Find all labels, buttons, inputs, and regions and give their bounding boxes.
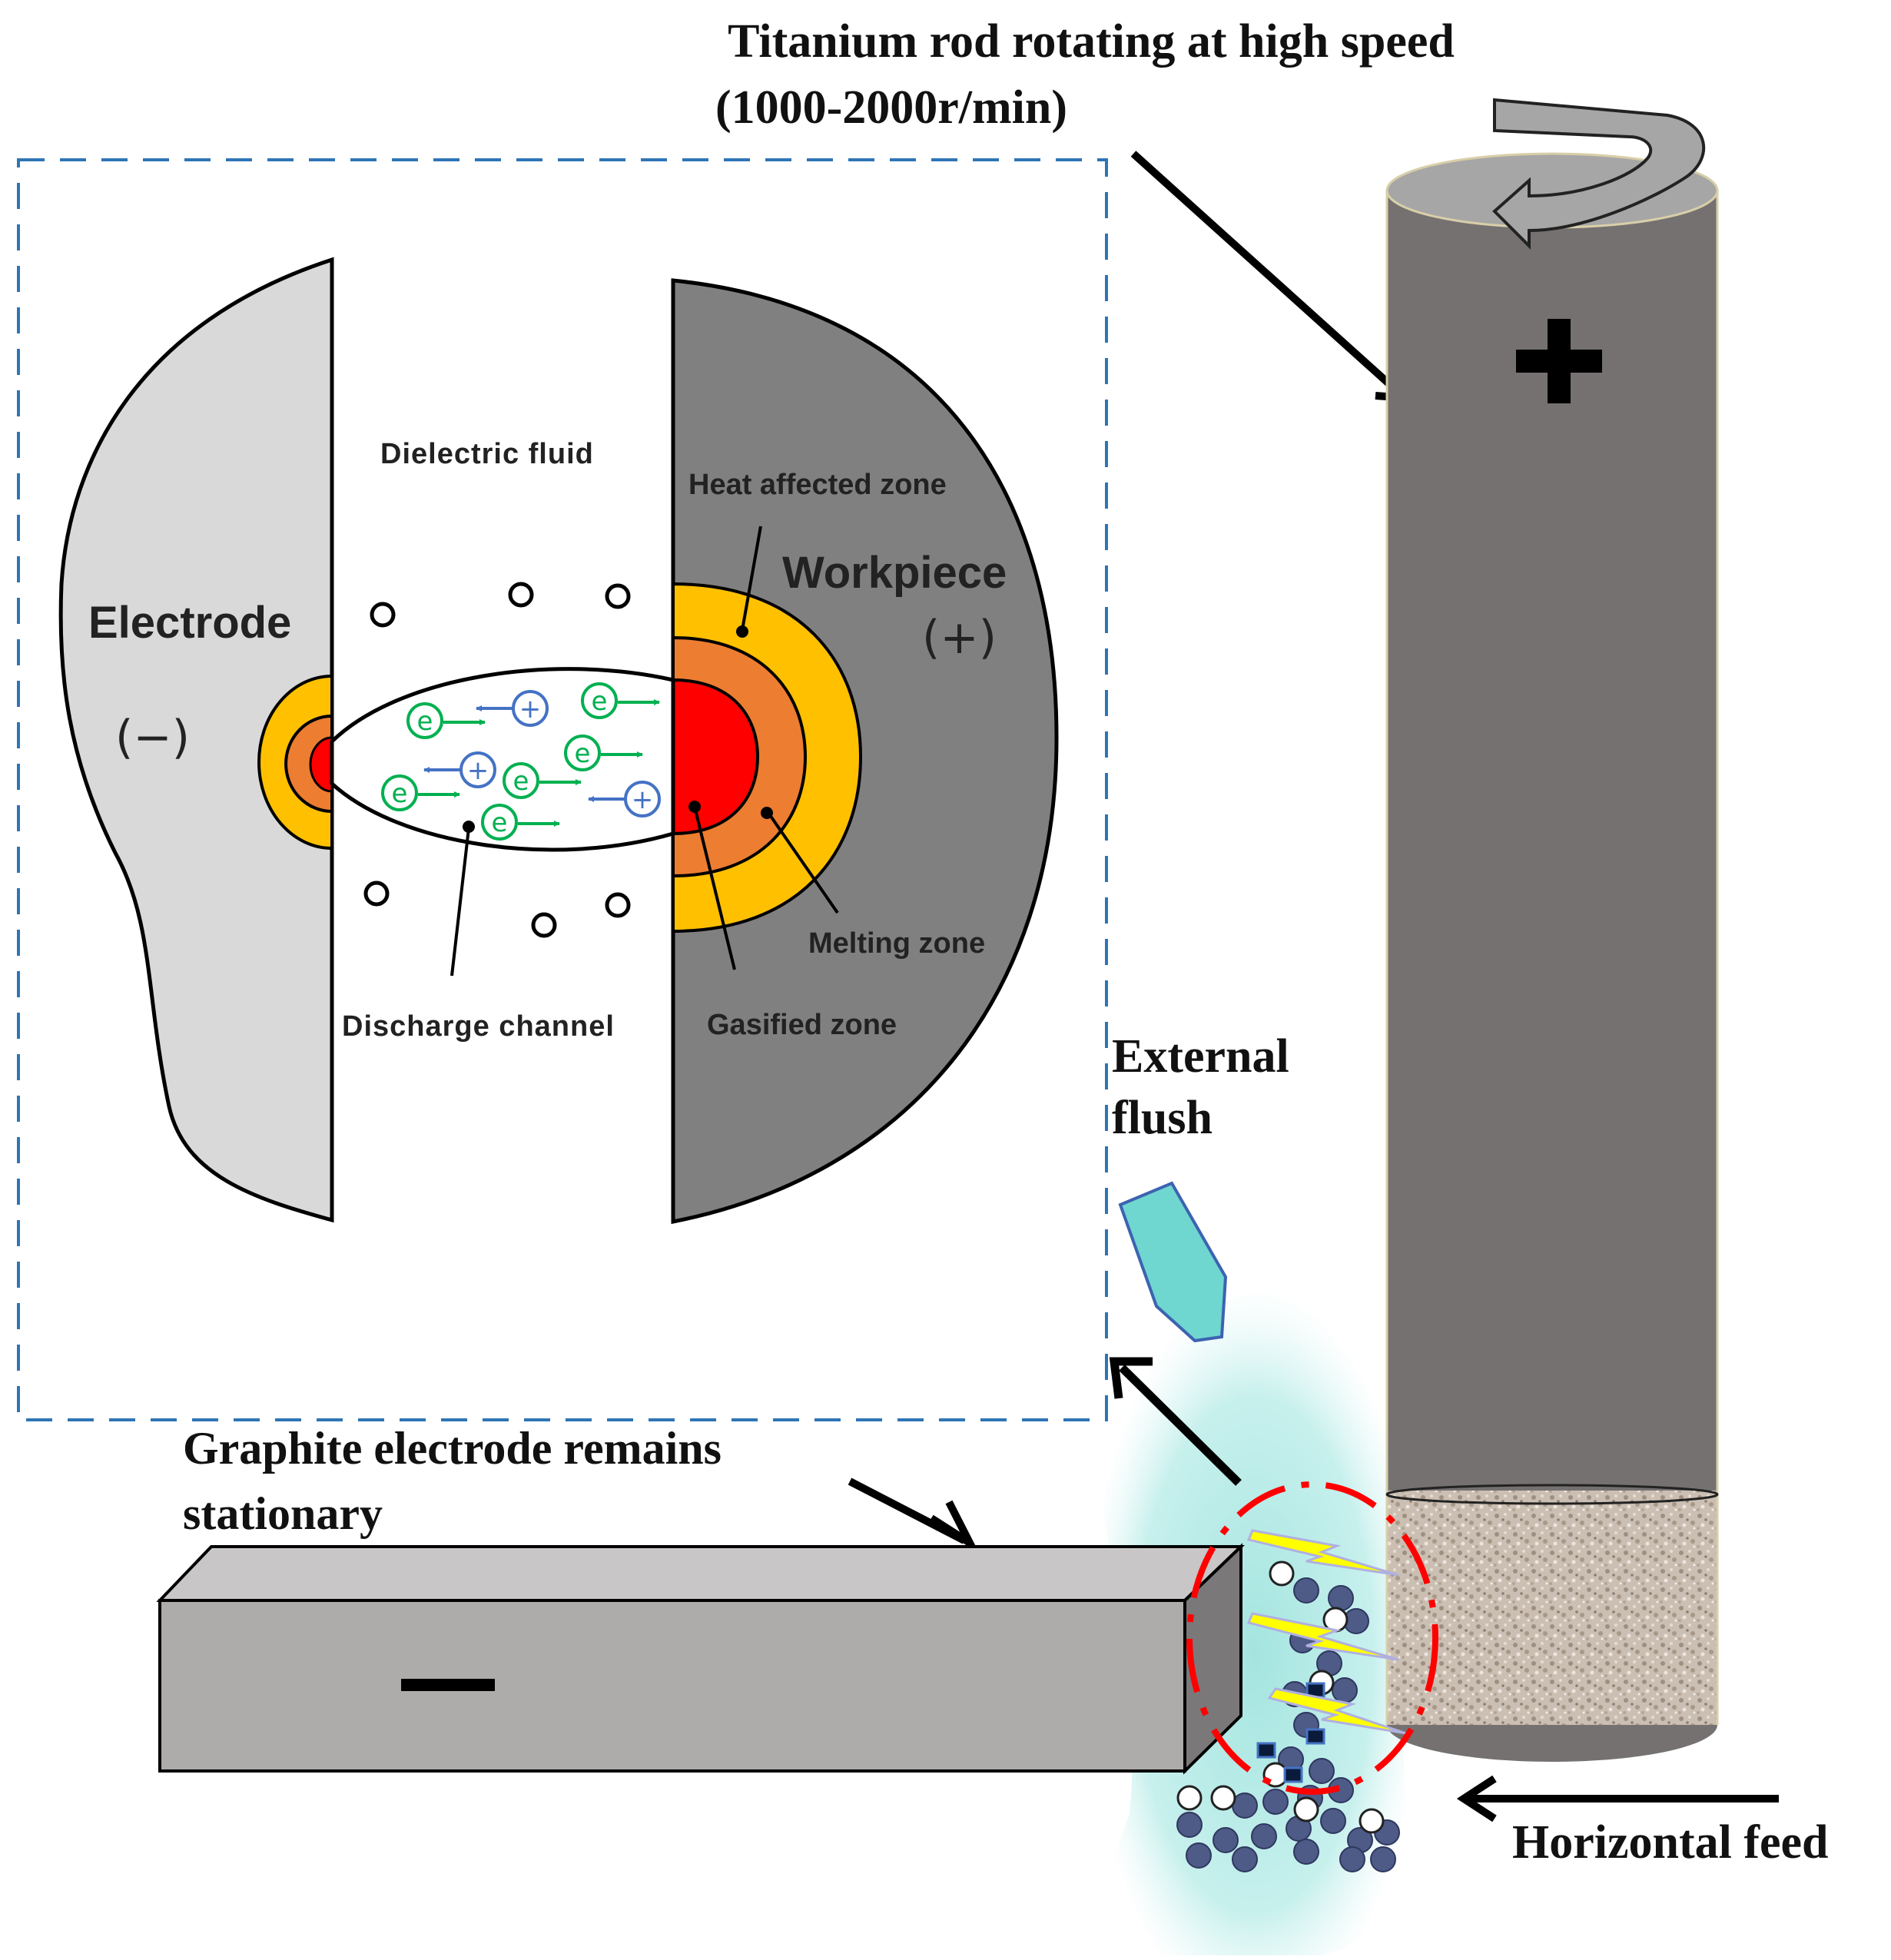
inset-electrode bbox=[58, 257, 334, 1223]
debris-particle bbox=[1293, 1839, 1319, 1865]
rod-positive-sign bbox=[1516, 319, 1602, 403]
electron-symbol: e bbox=[417, 706, 433, 737]
ion-icon bbox=[624, 781, 661, 817]
graphite-negative-sign bbox=[401, 1679, 495, 1691]
feed-label: Horizontal feed bbox=[1512, 1816, 1829, 1869]
rod-title-line2: (1000-2000r/min) bbox=[715, 81, 1067, 134]
flush-label-line1: External bbox=[1112, 1030, 1289, 1083]
discharge-channel-label: Discharge channel bbox=[342, 1010, 615, 1043]
heat-zone-pointer bbox=[741, 526, 762, 631]
carbide-particle bbox=[1256, 1742, 1276, 1759]
electron-icon bbox=[406, 702, 443, 739]
bubble-particle bbox=[1176, 1785, 1203, 1811]
flush-label-line2: flush bbox=[1112, 1092, 1213, 1144]
bubble-particle bbox=[1269, 1560, 1295, 1587]
debris-particle bbox=[1293, 1577, 1319, 1603]
gasified-zone-pointer bbox=[693, 806, 736, 970]
carbide-particle bbox=[1305, 1728, 1325, 1745]
heat-zone-label: Heat affected zone bbox=[688, 469, 947, 501]
melting-zone-pointer bbox=[767, 811, 839, 914]
debris-particle bbox=[1232, 1793, 1258, 1819]
ion-symbol: + bbox=[519, 694, 542, 725]
bubble-particle bbox=[1293, 1796, 1319, 1822]
graphite-label-line1: Graphite electrode remains bbox=[183, 1423, 722, 1474]
electron-icon bbox=[503, 762, 539, 799]
debris-particle bbox=[1320, 1808, 1346, 1834]
dielectric-label: Dielectric fluid bbox=[380, 438, 594, 470]
electron-icon bbox=[381, 774, 418, 811]
debris-particle bbox=[1186, 1842, 1212, 1869]
zoom-arrow bbox=[1119, 1365, 1242, 1486]
inset-workpiece bbox=[671, 278, 1059, 1225]
electron-icon bbox=[581, 682, 618, 719]
debris-particle bbox=[1309, 1758, 1335, 1784]
graphite-electrode bbox=[156, 1543, 1245, 1775]
debris-particle bbox=[1213, 1827, 1239, 1853]
flush-nozzle bbox=[1118, 1181, 1228, 1343]
electron-symbol: e bbox=[492, 808, 508, 838]
electron-symbol: e bbox=[592, 686, 608, 717]
bubble-particle bbox=[1359, 1808, 1385, 1834]
electrode-label: Electrode bbox=[88, 598, 291, 648]
debris-particle bbox=[1176, 1812, 1203, 1838]
bubble-particle bbox=[1210, 1785, 1236, 1811]
debris-particle bbox=[1339, 1846, 1365, 1872]
rotation-arrow-icon bbox=[1492, 98, 1706, 250]
rod-pointer-arrow bbox=[1130, 151, 1405, 399]
dielectric-bubbles bbox=[363, 582, 631, 938]
electron-symbol: e bbox=[575, 738, 591, 769]
discharge-channel-pointer bbox=[450, 827, 470, 977]
gasified-zone-label: Gasified zone bbox=[707, 1009, 897, 1041]
electrode-gas-zone bbox=[309, 736, 333, 793]
ion-icon bbox=[459, 751, 496, 788]
workpiece-label: Workpiece bbox=[782, 548, 1007, 598]
debris-particle bbox=[1262, 1789, 1289, 1815]
workpiece-gas-zone bbox=[672, 678, 760, 836]
spark-zone-highlight bbox=[1186, 1481, 1438, 1795]
workpiece-polarity: (+) bbox=[922, 611, 997, 665]
ion-icon bbox=[512, 690, 549, 727]
electron-icon bbox=[481, 804, 518, 841]
debris-particle bbox=[1328, 1585, 1354, 1611]
rod-body bbox=[1387, 191, 1717, 1503]
debris-particle bbox=[1370, 1846, 1396, 1872]
ion-symbol: + bbox=[467, 755, 489, 786]
debris-particle bbox=[1232, 1846, 1258, 1872]
ion-symbol: + bbox=[632, 784, 654, 815]
debris-particle bbox=[1332, 1677, 1358, 1703]
graphite-label-line2: stationary bbox=[183, 1488, 383, 1539]
inset-frame bbox=[17, 158, 1108, 1421]
electrode-polarity: (−) bbox=[115, 711, 190, 764]
carbide-particle bbox=[1283, 1766, 1303, 1783]
electron-symbol: e bbox=[513, 766, 529, 797]
electron-icon bbox=[564, 735, 601, 771]
melting-zone-label: Melting zone bbox=[808, 927, 985, 960]
rod-title-line1: Titanium rod rotating at high speed bbox=[728, 15, 1455, 68]
spark-bolts bbox=[1246, 1529, 1407, 1735]
electron-symbol: e bbox=[392, 778, 408, 809]
debris-particle bbox=[1251, 1823, 1277, 1849]
